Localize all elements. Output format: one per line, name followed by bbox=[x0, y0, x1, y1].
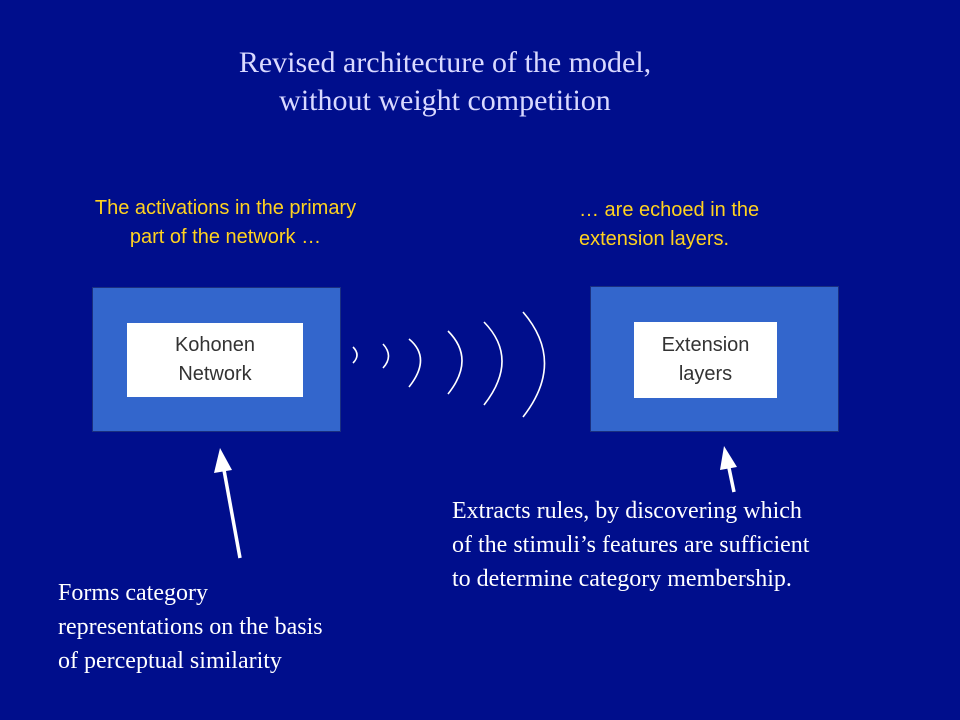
kohonen-label-line-1: Kohonen bbox=[174, 334, 256, 356]
primary-activation-caption-line-2: part of the network … bbox=[129, 226, 322, 248]
kohonen-description-line-2: representations on the basis bbox=[58, 614, 323, 640]
extension-layers-label-box: Extension layers bbox=[634, 322, 777, 398]
primary-activation-caption-line-1: The activations in the primary bbox=[94, 197, 357, 219]
extension-description: Extracts rules, by discovering which of … bbox=[452, 494, 809, 596]
slide-title-line-2: without weight competition bbox=[279, 84, 611, 117]
kohonen-label-line-2: Network bbox=[178, 363, 252, 385]
arrow-to-kohonen-head bbox=[214, 448, 232, 473]
slide-title-line-1: Revised architecture of the model, bbox=[238, 46, 652, 79]
kohonen-network-box: Kohonen Network bbox=[92, 287, 341, 432]
echo-waves bbox=[352, 311, 546, 418]
echo-wave-4 bbox=[447, 330, 463, 395]
arrow-to-extension-head bbox=[720, 446, 737, 470]
extension-label-line-2: layers bbox=[678, 363, 733, 385]
echo-wave-1 bbox=[352, 346, 358, 364]
extension-description-line-1: Extracts rules, by discovering which bbox=[452, 498, 802, 524]
kohonen-description-line-3: of perceptual similarity bbox=[58, 648, 282, 674]
kohonen-description-line-1: Forms category bbox=[58, 580, 208, 606]
extension-layers-box: Extension layers bbox=[590, 286, 839, 432]
arrow-to-extension-shaft bbox=[727, 467, 736, 493]
kohonen-description: Forms category representations on the ba… bbox=[58, 576, 323, 678]
arrow-to-kohonen-shaft bbox=[222, 469, 242, 559]
extension-label-line-1: Extension bbox=[661, 334, 750, 356]
extension-description-line-3: to determine category membership. bbox=[452, 566, 792, 592]
echo-caption-line-1: … are echoed in the bbox=[579, 199, 760, 221]
arrow-to-extension bbox=[720, 446, 737, 493]
arrow-to-kohonen bbox=[214, 448, 242, 559]
echo-wave-2 bbox=[382, 343, 390, 369]
echo-wave-5 bbox=[483, 321, 503, 406]
kohonen-network-label-box: Kohonen Network bbox=[127, 323, 303, 397]
echo-caption: … are echoed in the extension layers. bbox=[579, 196, 879, 254]
primary-activation-caption: The activations in the primary part of t… bbox=[38, 194, 413, 252]
extension-description-line-2: of the stimuli’s features are sufficient bbox=[452, 532, 810, 558]
echo-wave-6 bbox=[522, 311, 546, 418]
slide-title: Revised architecture of the model, witho… bbox=[0, 44, 890, 120]
echo-wave-3 bbox=[408, 338, 422, 388]
echo-caption-line-2: extension layers. bbox=[579, 228, 730, 250]
